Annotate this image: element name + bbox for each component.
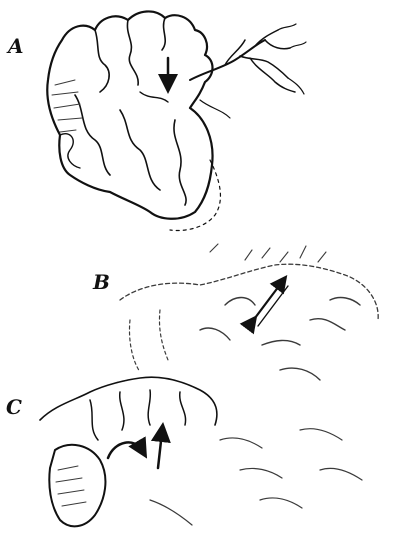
panel-b-tissue-outline xyxy=(129,310,168,372)
panel-a-shading xyxy=(52,80,82,132)
panel-label-a: A xyxy=(8,36,24,56)
panel-b-tissue-outline xyxy=(120,264,378,320)
panel-b-double-arrow xyxy=(252,282,282,322)
panel-c-arrow xyxy=(158,432,162,468)
panel-b-double-arrow-shadow xyxy=(258,286,288,326)
panel-c-drawing xyxy=(40,377,362,526)
panel-label-c: C xyxy=(6,397,22,417)
panel-b-drawing xyxy=(120,244,378,380)
panel-a-dashed-outline xyxy=(170,160,220,230)
panel-label-b: B xyxy=(93,272,110,292)
panel-a-convolution xyxy=(60,134,80,168)
panel-a-drawing xyxy=(47,11,306,230)
panel-b-fiber xyxy=(200,298,360,381)
panel-a-mass-outline xyxy=(47,11,212,218)
panel-c-shading xyxy=(56,466,86,506)
panel-a-convolution xyxy=(174,120,186,205)
panel-a-convolution xyxy=(95,30,109,92)
panel-c-curved-arrow xyxy=(108,442,142,458)
panel-a-convolution xyxy=(162,18,165,50)
panel-a-vessel-branch xyxy=(200,24,306,118)
panel-a-vessel-branch xyxy=(225,30,295,92)
panel-a-convolution xyxy=(120,110,160,190)
panel-a-convolution xyxy=(75,95,110,175)
panel-a-convolution xyxy=(127,20,138,85)
panel-b-fiber xyxy=(210,244,326,262)
panel-c-convolution xyxy=(90,390,186,440)
panel-c-left-mass xyxy=(49,445,105,527)
panel-c-fiber xyxy=(150,429,362,525)
panel-a-convolution xyxy=(140,92,168,102)
panel-c-tissue-outline xyxy=(40,377,217,425)
